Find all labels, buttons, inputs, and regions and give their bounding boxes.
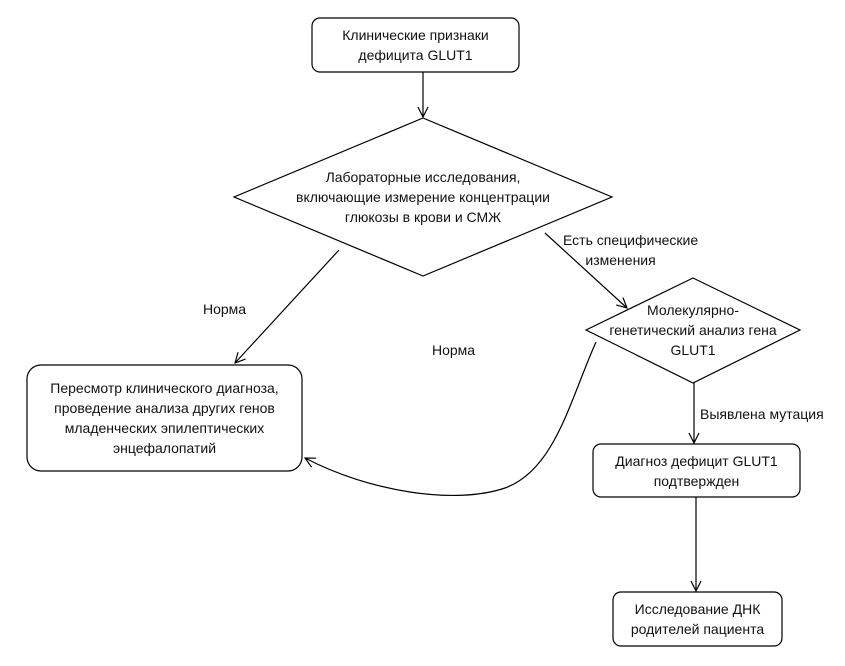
parents-dna-box xyxy=(612,591,783,647)
parents-dna-text: Исследование ДНК родителей пациента xyxy=(613,592,782,646)
parents-dna-line-2: родителей пациента xyxy=(630,621,765,637)
edge-molecular-to-revision xyxy=(305,341,597,496)
specific-changes-line-2: изменения xyxy=(585,252,656,268)
diagnosis-confirmed-text: Диагноз дефицит GLUT1 подтвержден xyxy=(593,444,800,497)
clinical-signs-text: Клинические признаки дефицита GLUT1 xyxy=(312,18,519,72)
edge-label-mutation-found: Выявлена мутация xyxy=(700,406,824,422)
diagnosis-line-2: подтвержден xyxy=(653,472,740,489)
lab-tests-diamond xyxy=(232,117,614,277)
edge-lab-to-revision xyxy=(235,249,340,363)
revision-line-2: проведение анализа других генов xyxy=(54,400,275,416)
lab-tests-line-3: глюкозы в крови и СМЖ xyxy=(344,209,502,225)
edge-label-norm-middle: Норма xyxy=(432,342,476,358)
molecular-line-3: GLUT1 xyxy=(670,342,716,358)
edge-label-norm-left: Норма xyxy=(203,301,247,317)
lab-tests-line-2: включающие измерение концентрации xyxy=(296,189,550,205)
clinical-signs-line-2: дефицита GLUT1 xyxy=(358,47,473,63)
clinical-signs-line-1: Клинические признаки xyxy=(342,27,489,43)
molecular-analysis-text: Молекулярно- генетический анализ гена GL… xyxy=(608,299,778,361)
lab-tests-text: Лабораторные исследования, включающие из… xyxy=(284,164,562,230)
molecular-analysis-diamond xyxy=(584,277,802,384)
edge-lab-to-molecular xyxy=(544,232,627,308)
edge-label-specific-changes: Есть специфические изменения xyxy=(563,230,698,270)
revision-line-3: младенческих эпилептических xyxy=(64,420,265,436)
revision-box xyxy=(26,364,303,472)
diagnosis-line-1: Диагноз дефицит GLUT1 xyxy=(615,452,778,469)
parents-dna-line-1: Исследование ДНК xyxy=(634,601,761,617)
lab-tests-line-1: Лабораторные исследования, xyxy=(325,169,521,185)
revision-line-1: Пересмотр клинического диагноза, xyxy=(50,380,279,396)
molecular-line-2: генетический анализ гена xyxy=(609,322,777,338)
revision-line-4: энцефалопатий xyxy=(112,440,217,456)
specific-changes-line-1: Есть специфические xyxy=(563,232,699,248)
clinical-signs-box xyxy=(311,17,520,73)
molecular-line-1: Молекулярно- xyxy=(647,302,739,318)
revision-text: Пересмотр клинического диагноза, проведе… xyxy=(27,375,302,461)
